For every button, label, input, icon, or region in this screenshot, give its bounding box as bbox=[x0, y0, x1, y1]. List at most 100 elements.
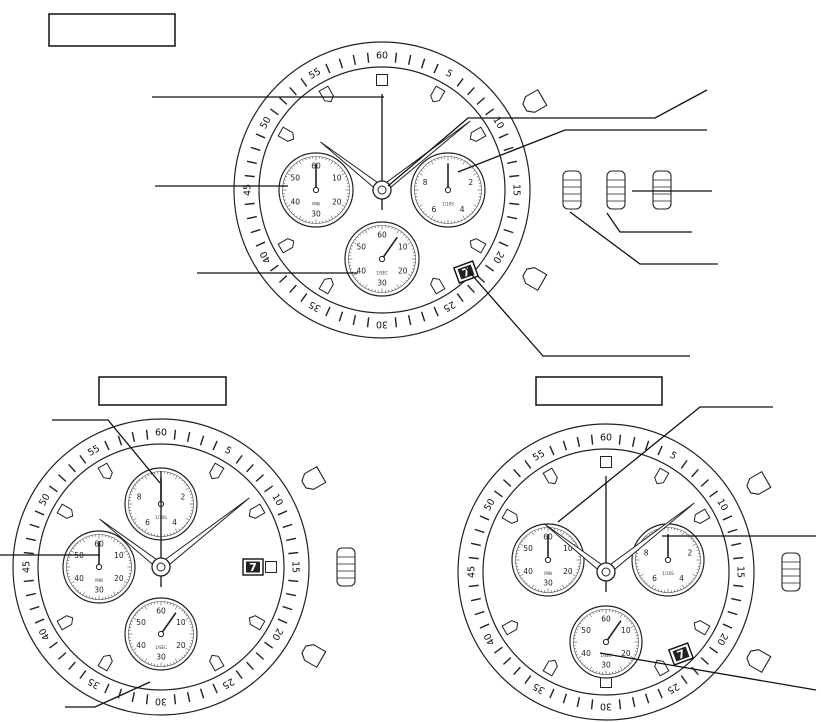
watch-bottom-right-bezel-number: 30 bbox=[600, 701, 612, 712]
watch-top-bezel-number: 60 bbox=[376, 51, 388, 62]
watch-top-subdial-minute-hub bbox=[313, 187, 318, 192]
watch-bottom-right-crown bbox=[782, 553, 800, 591]
watch-top-subdial-tenth-number: 2 bbox=[468, 178, 473, 187]
watch-bottom-right-center-pin bbox=[602, 568, 610, 576]
watch-top-subdial-second: 60 10 20 30 40 50 1/SEC bbox=[345, 222, 419, 296]
watch-top-subdial-minute-number: 30 bbox=[311, 210, 321, 219]
watch-bottom-left-subdial-second-number: 10 bbox=[176, 618, 186, 627]
watch-top-subdial-second-number: 10 bbox=[398, 243, 408, 252]
watch-bottom-left-subdial-second-number: 20 bbox=[176, 641, 186, 650]
watch-bottom-right-subdial-second-number: 40 bbox=[581, 649, 591, 658]
watch-bottom-right-bezel-number: 60 bbox=[600, 433, 612, 444]
watch-top-subdial-second-caption: 1/SEC bbox=[376, 271, 388, 276]
watch-top-center-pin bbox=[378, 186, 386, 194]
watch-bottom-left: 6051015202530354045505524681/10S60102030… bbox=[13, 419, 355, 715]
watch-bottom-left-subdial-second-caption: 1/SEC bbox=[155, 645, 167, 650]
watch-bottom-right-subdial-second-number: 60 bbox=[601, 615, 611, 624]
watch-top-subdial-minute-caption: MIN bbox=[312, 202, 320, 207]
watch-top-subdial-minute-number: 20 bbox=[332, 198, 342, 207]
watch-bottom-left-date-window: 7 bbox=[243, 559, 263, 575]
watch-bottom-right-pusher bbox=[744, 647, 770, 673]
watch-bottom-right-subdial-second-number: 50 bbox=[581, 626, 591, 635]
watch-bottom-right-subdial-tenth-number: 6 bbox=[652, 574, 657, 583]
watch-bottom-left-subdial-second-hub bbox=[158, 631, 163, 636]
watch-top-subdial-second-number: 30 bbox=[377, 279, 387, 288]
watch-bottom-right-subdial-minute-number: 50 bbox=[523, 544, 533, 553]
watch-bottom-left-date-number: 7 bbox=[249, 561, 257, 574]
watch-bottom-right-subdial-tenth-caption: 1/10S bbox=[662, 571, 674, 576]
watch-bottom-left-bezel-number: 60 bbox=[155, 428, 167, 439]
watch-bottom-left-subdial-tenth-number: 4 bbox=[172, 518, 177, 527]
watch-bottom-left-subdial-tenth-number: 8 bbox=[137, 492, 142, 501]
watch-top-subdial-minute: 601020304050MIN bbox=[279, 153, 353, 227]
watch-bottom-left-subdial-second: 60 10 20 30 40 50 1/SEC bbox=[125, 598, 197, 670]
watch-top-subdial-tenth-number: 8 bbox=[423, 178, 428, 187]
watch-top-hour-marker bbox=[377, 75, 388, 86]
watch-bottom-right-subdial-tenth-number: 2 bbox=[687, 548, 692, 557]
watch-top-subdial-tenth: 2 4 6 8 1/10S bbox=[411, 153, 485, 227]
watch-top-bezel-number: 15 bbox=[511, 184, 522, 196]
box-bottom-left bbox=[99, 377, 226, 405]
watch-bottom-right-subdial-tenth-number: 4 bbox=[679, 574, 684, 583]
watch-bottom-left-bezel-number: 45 bbox=[22, 561, 33, 573]
watch-bottom-left-subdial-second-number: 50 bbox=[136, 618, 146, 627]
watch-top-subdial-second-number: 60 bbox=[377, 231, 387, 240]
watch-top-crown bbox=[607, 171, 625, 209]
watch-bottom-right-subdial-minute-caption: MIN bbox=[544, 571, 552, 576]
watch-top-subdial-second-number: 50 bbox=[356, 243, 366, 252]
watch-top-crown bbox=[563, 171, 581, 209]
watch-bottom-left-subdial-second-number: 30 bbox=[156, 653, 166, 662]
leader-line bbox=[570, 212, 718, 264]
watch-top-subdial-tenth-hub bbox=[445, 187, 450, 192]
watch-bottom-right-subdial-second-number: 10 bbox=[621, 626, 631, 635]
watch-bottom-right-subdial-tenth: 2 4 6 8 1/10S bbox=[632, 524, 704, 596]
watch-bottom-left-subdial-tenth-number: 2 bbox=[180, 492, 185, 501]
watch-bottom-left-hour-marker bbox=[266, 562, 277, 573]
watch-bottom-right-subdial-minute-number: 30 bbox=[543, 579, 553, 588]
watch-bottom-left-subdial-second-number: 40 bbox=[136, 641, 146, 650]
watch-top-subdial-second-number: 40 bbox=[356, 267, 366, 276]
watch-bottom-right-bezel-number: 45 bbox=[467, 566, 478, 578]
watch-bottom-right-subdial-tenth-number: 8 bbox=[644, 548, 649, 557]
watch-top-pusher bbox=[520, 265, 546, 291]
watch-bottom-right-subdial-tenth-hub bbox=[665, 557, 670, 562]
watch-bottom-right-subdial-minute-hub bbox=[545, 557, 550, 562]
watch-top-subdial-second-hub bbox=[379, 256, 384, 261]
watch-bottom-left-subdial-minute-number: 10 bbox=[114, 551, 124, 560]
watch-top-crown bbox=[653, 171, 671, 209]
watch-bottom-left-pusher bbox=[299, 467, 325, 493]
watch-bottom-right-subdial-second: 6010203040501/SEC bbox=[570, 606, 642, 678]
watch-top-subdial-second-number: 20 bbox=[398, 267, 408, 276]
watch-top-bezel-number: 30 bbox=[376, 319, 388, 330]
watch-bottom-left-subdial-minute-number: 40 bbox=[74, 574, 84, 583]
leader-line bbox=[607, 213, 692, 232]
watch-bottom-left-pusher bbox=[299, 642, 325, 668]
watch-bottom-left-crown bbox=[337, 548, 355, 586]
watch-bottom-left-center-pin bbox=[157, 563, 165, 571]
watch-top-subdial-tenth-number: 4 bbox=[460, 205, 465, 214]
watch-bottom-right: 60510152025303540455055601020304050MIN24… bbox=[458, 424, 800, 720]
watch-top-subdial-tenth-number: 6 bbox=[432, 205, 437, 214]
watch-top-subdial-tenth-caption: 1/10S bbox=[442, 202, 454, 207]
watch-bottom-right-hour-marker bbox=[601, 457, 612, 468]
watch-bottom-left-subdial-tenth-number: 6 bbox=[145, 518, 150, 527]
watch-bottom-left-subdial-minute-caption: MIN bbox=[95, 578, 103, 583]
box-top bbox=[49, 14, 175, 46]
watch-bottom-left-bezel-number: 15 bbox=[290, 561, 301, 573]
watch-top-subdial-minute-number: 50 bbox=[290, 174, 300, 183]
watch-bottom-right-pusher bbox=[744, 472, 770, 498]
watch-bottom-right-subdial-minute-number: 20 bbox=[563, 567, 573, 576]
watch-bottom-left-bezel-number: 30 bbox=[155, 696, 167, 707]
watch-bottom-left-subdial-minute: 601020304050MIN bbox=[63, 531, 135, 603]
watch-bottom-left-subdial-second-number: 60 bbox=[156, 607, 166, 616]
box-bottom-right bbox=[536, 377, 662, 405]
watch-bottom-left-subdial-minute-hub bbox=[96, 564, 101, 569]
watch-bottom-right-subdial-minute: 601020304050MIN bbox=[512, 524, 584, 596]
watch-bottom-left-subdial-minute-number: 30 bbox=[94, 586, 104, 595]
watch-top-subdial-minute-number: 40 bbox=[290, 198, 300, 207]
watch-top: 60510152025303540455055601020304050MIN24… bbox=[234, 42, 671, 338]
watch-bottom-left-subdial-minute-number: 20 bbox=[114, 574, 124, 583]
watch-bottom-right-subdial-second-number: 30 bbox=[601, 661, 611, 670]
watch-bottom-right-subdial-minute-number: 40 bbox=[523, 567, 533, 576]
